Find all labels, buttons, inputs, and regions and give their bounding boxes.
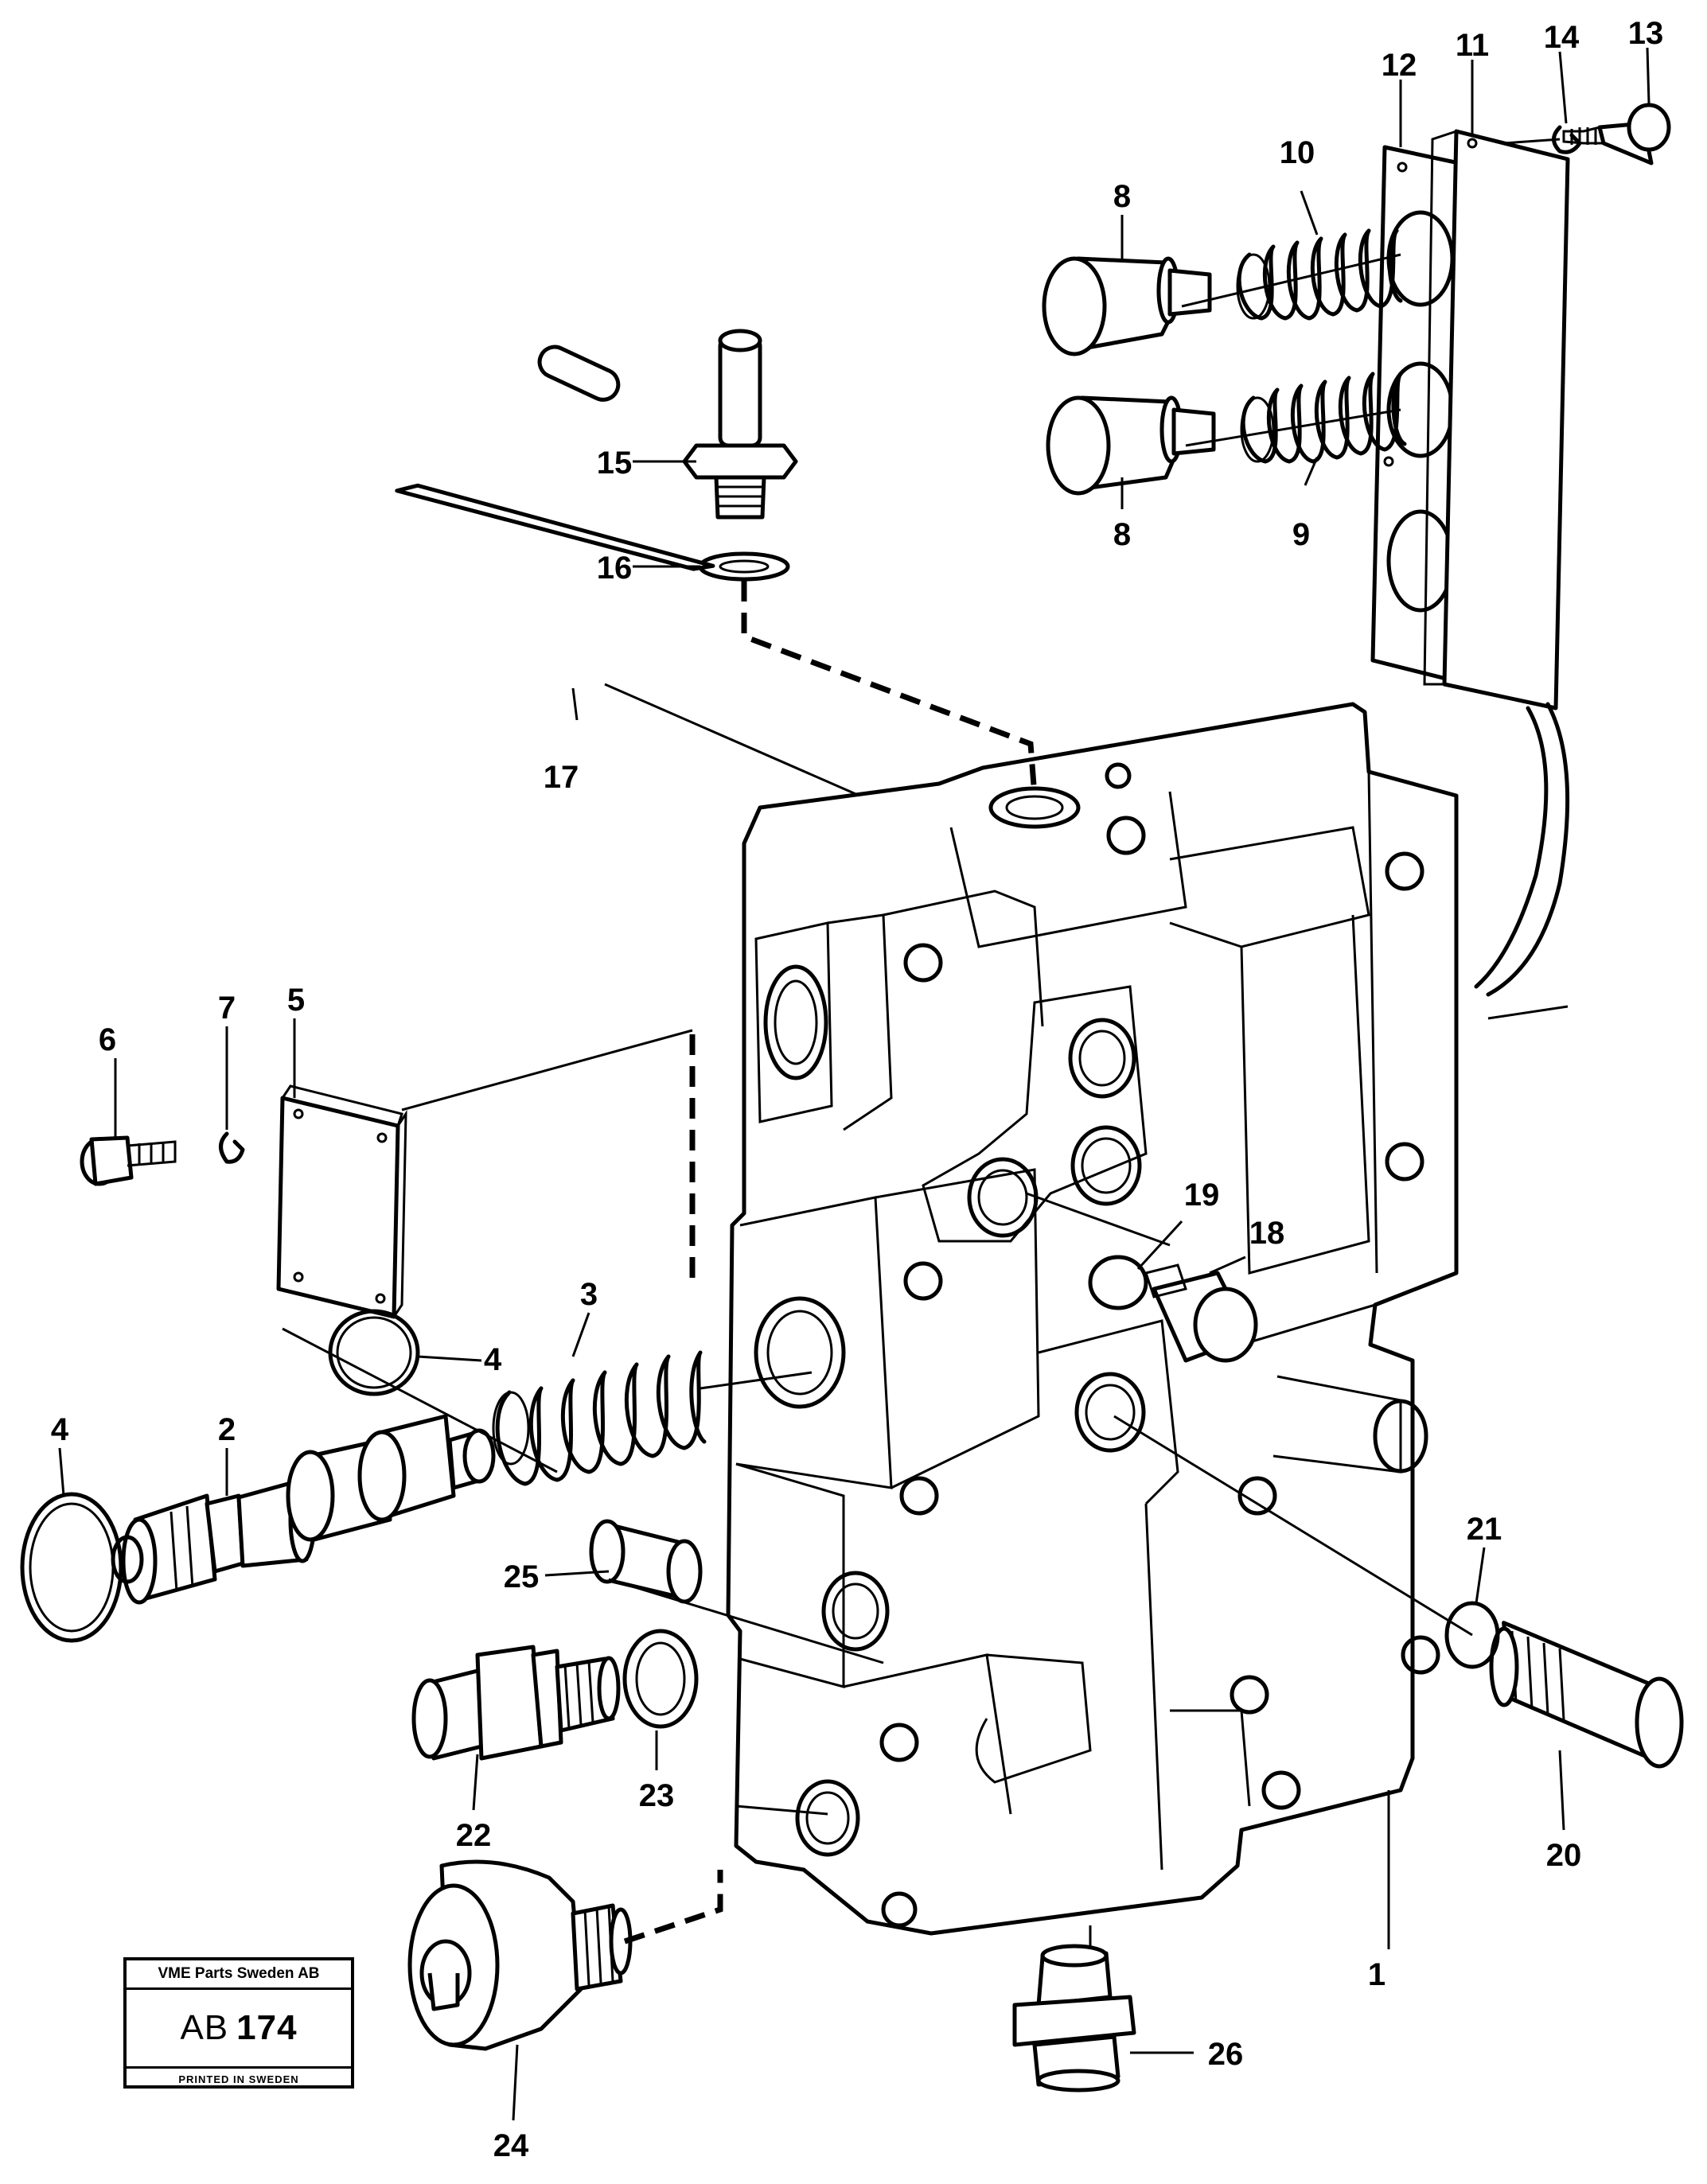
callout-5: 5 — [287, 983, 305, 1018]
callout-16: 16 — [597, 551, 633, 586]
callout-8-lower: 8 — [1113, 517, 1131, 552]
callout-4-right: 4 — [484, 1342, 502, 1377]
fitting-15 — [682, 329, 798, 520]
reference-number: 174 — [236, 2008, 298, 2047]
callout-25: 25 — [504, 1559, 540, 1594]
callout-17: 17 — [544, 760, 579, 795]
callout-4-left: 4 — [51, 1412, 69, 1447]
spring-9 — [1240, 372, 1407, 464]
lock-washer-7 — [219, 1131, 245, 1164]
callout-13: 13 — [1628, 16, 1664, 51]
valve-cartridge-20 — [1489, 1621, 1684, 1769]
callout-2: 2 — [218, 1412, 236, 1447]
fitting-26 — [1012, 1944, 1136, 2093]
callout-11: 11 — [1456, 28, 1489, 63]
o-ring-4-right — [328, 1309, 420, 1396]
callout-8-upper: 8 — [1113, 179, 1131, 214]
spring-3 — [492, 1350, 707, 1486]
callout-10: 10 — [1280, 135, 1315, 170]
valve-housing — [726, 702, 1459, 1936]
cover-plate-5 — [276, 1084, 407, 1319]
callout-1: 1 — [1368, 1957, 1385, 1992]
callout-6: 6 — [99, 1022, 116, 1057]
callout-22: 22 — [456, 1818, 492, 1853]
callout-14: 14 — [1544, 20, 1580, 55]
pressure-sensor-24 — [407, 1859, 633, 2051]
screw-13 — [1562, 103, 1671, 165]
washer-23 — [622, 1629, 699, 1729]
callout-19: 19 — [1184, 1178, 1220, 1213]
piston-8-upper — [1042, 256, 1212, 356]
callout-12: 12 — [1382, 48, 1417, 83]
sensor-22 — [411, 1645, 621, 1761]
callout-3: 3 — [580, 1277, 598, 1312]
callout-21: 21 — [1467, 1512, 1502, 1547]
callout-7: 7 — [218, 991, 236, 1026]
callout-18: 18 — [1249, 1216, 1285, 1251]
sleeve-25 — [589, 1519, 703, 1604]
screw-6 — [80, 1135, 177, 1186]
o-ring-19 — [1088, 1255, 1148, 1310]
callout-24: 24 — [493, 2128, 529, 2163]
lock-washer-14 — [1552, 125, 1582, 154]
callout-26: 26 — [1208, 2037, 1244, 2072]
cover-plate-11 — [1423, 129, 1570, 710]
callout-23: 23 — [639, 1778, 675, 1813]
callout-labels: 1 2 3 4 4 5 6 7 8 8 9 10 11 12 13 14 15 … — [51, 16, 1663, 2163]
piston-8-lower — [1046, 395, 1216, 496]
reference-prefix: AB — [180, 2008, 229, 2047]
o-ring-4-left — [20, 1492, 123, 1643]
o-ring-21 — [1444, 1601, 1500, 1669]
callout-9: 9 — [1292, 517, 1310, 552]
company-name: VME Parts Sweden AB — [127, 1960, 351, 1990]
printed-notice: PRINTED IN SWEDEN — [127, 2066, 351, 2090]
callout-20: 20 — [1546, 1838, 1582, 1873]
pin-17 — [395, 345, 715, 571]
callout-15: 15 — [597, 446, 633, 481]
valve-spool-2 — [111, 1414, 496, 1605]
plug-18 — [1144, 1263, 1258, 1363]
